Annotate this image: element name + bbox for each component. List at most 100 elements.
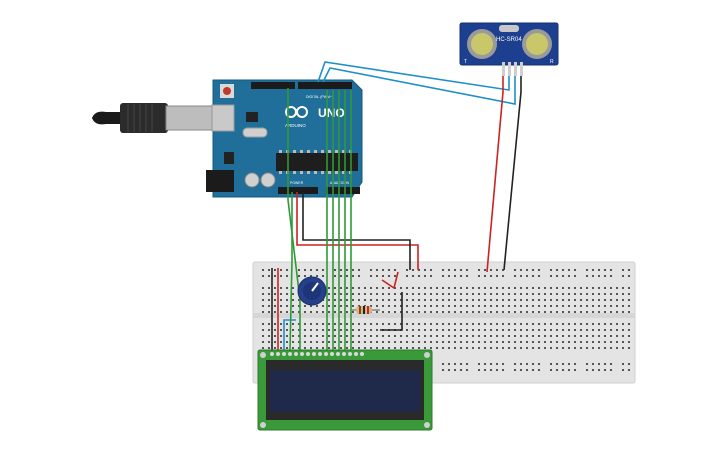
- breadboard-hole: [454, 269, 456, 271]
- breadboard-hole: [268, 329, 270, 331]
- breadboard-hole: [268, 347, 270, 349]
- breadboard-hole: [268, 299, 270, 301]
- breadboard-hole: [454, 275, 456, 277]
- breadboard-hole: [520, 299, 522, 301]
- capacitor: [260, 172, 276, 188]
- breadboard-hole: [376, 275, 378, 277]
- breadboard-hole: [478, 347, 480, 349]
- breadboard-hole: [610, 305, 612, 307]
- breadboard-hole: [508, 311, 510, 313]
- breadboard-hole: [394, 335, 396, 337]
- breadboard-hole: [460, 329, 462, 331]
- breadboard-hole: [466, 293, 468, 295]
- breadboard-hole: [448, 311, 450, 313]
- breadboard-hole: [274, 341, 276, 343]
- breadboard-hole: [424, 329, 426, 331]
- breadboard-hole: [334, 275, 336, 277]
- breadboard-hole: [346, 299, 348, 301]
- breadboard-hole: [502, 363, 504, 365]
- breadboard-hole: [436, 305, 438, 307]
- breadboard-hole: [478, 329, 480, 331]
- breadboard-hole: [424, 287, 426, 289]
- regulator: [224, 152, 234, 164]
- breadboard-hole: [286, 323, 288, 325]
- breadboard-hole: [280, 341, 282, 343]
- breadboard-hole: [358, 293, 360, 295]
- breadboard-hole: [274, 335, 276, 337]
- breadboard-hole: [454, 329, 456, 331]
- breadboard-hole: [406, 311, 408, 313]
- breadboard-hole: [586, 341, 588, 343]
- breadboard-hole: [418, 287, 420, 289]
- breadboard-hole: [340, 275, 342, 277]
- breadboard-hole: [442, 299, 444, 301]
- lcd-pin: [306, 352, 310, 356]
- breadboard-hole: [376, 293, 378, 295]
- breadboard-hole: [472, 305, 474, 307]
- breadboard-hole: [532, 305, 534, 307]
- breadboard-hole: [568, 335, 570, 337]
- breadboard-hole: [496, 329, 498, 331]
- breadboard-hole: [574, 293, 576, 295]
- breadboard-hole: [418, 335, 420, 337]
- breadboard-hole: [544, 347, 546, 349]
- breadboard-hole: [586, 311, 588, 313]
- breadboard-hole: [400, 287, 402, 289]
- breadboard-hole: [268, 287, 270, 289]
- breadboard-hole: [484, 341, 486, 343]
- breadboard-hole: [424, 335, 426, 337]
- breadboard-hole: [292, 311, 294, 313]
- breadboard-hole: [508, 347, 510, 349]
- breadboard-hole: [496, 323, 498, 325]
- breadboard-hole: [454, 335, 456, 337]
- sensor-pin-left-label: T: [464, 59, 467, 65]
- breadboard-hole: [460, 287, 462, 289]
- breadboard-hole: [550, 323, 552, 325]
- breadboard-hole: [424, 275, 426, 277]
- breadboard-hole: [520, 311, 522, 313]
- breadboard-hole: [298, 311, 300, 313]
- breadboard-hole: [490, 347, 492, 349]
- breadboard-hole: [460, 369, 462, 371]
- breadboard-hole: [550, 369, 552, 371]
- breadboard-hole: [292, 347, 294, 349]
- breadboard-hole: [628, 347, 630, 349]
- breadboard-hole: [532, 341, 534, 343]
- breadboard-hole: [478, 323, 480, 325]
- breadboard-hole: [430, 293, 432, 295]
- breadboard-hole: [454, 311, 456, 313]
- breadboard-hole: [604, 369, 606, 371]
- breadboard-hole: [472, 293, 474, 295]
- breadboard-hole: [430, 311, 432, 313]
- breadboard-hole: [346, 293, 348, 295]
- breadboard-hole: [430, 275, 432, 277]
- breadboard-hole: [334, 305, 336, 307]
- arduino-model: UNO: [318, 106, 345, 120]
- breadboard-hole: [604, 341, 606, 343]
- breadboard-hole: [532, 323, 534, 325]
- wire-trig: [317, 61, 510, 91]
- breadboard-hole: [346, 329, 348, 331]
- breadboard-hole: [400, 347, 402, 349]
- breadboard-hole: [604, 323, 606, 325]
- breadboard-hole: [370, 347, 372, 349]
- breadboard-hole: [616, 335, 618, 337]
- breadboard-hole: [274, 287, 276, 289]
- breadboard-hole: [304, 275, 306, 277]
- breadboard-hole: [358, 269, 360, 271]
- breadboard-hole: [424, 269, 426, 271]
- wire-lcd-rs: [287, 88, 301, 350]
- breadboard-hole: [562, 347, 564, 349]
- breadboard-hole: [340, 335, 342, 337]
- breadboard-hole: [310, 347, 312, 349]
- breadboard-hole: [622, 305, 624, 307]
- breadboard-hole: [598, 275, 600, 277]
- breadboard-hole: [376, 335, 378, 337]
- lcd-pin: [270, 352, 274, 356]
- lcd-pin: [360, 352, 364, 356]
- breadboard-hole: [616, 341, 618, 343]
- breadboard-hole: [370, 341, 372, 343]
- breadboard-hole: [532, 269, 534, 271]
- lcd-pin: [324, 352, 328, 356]
